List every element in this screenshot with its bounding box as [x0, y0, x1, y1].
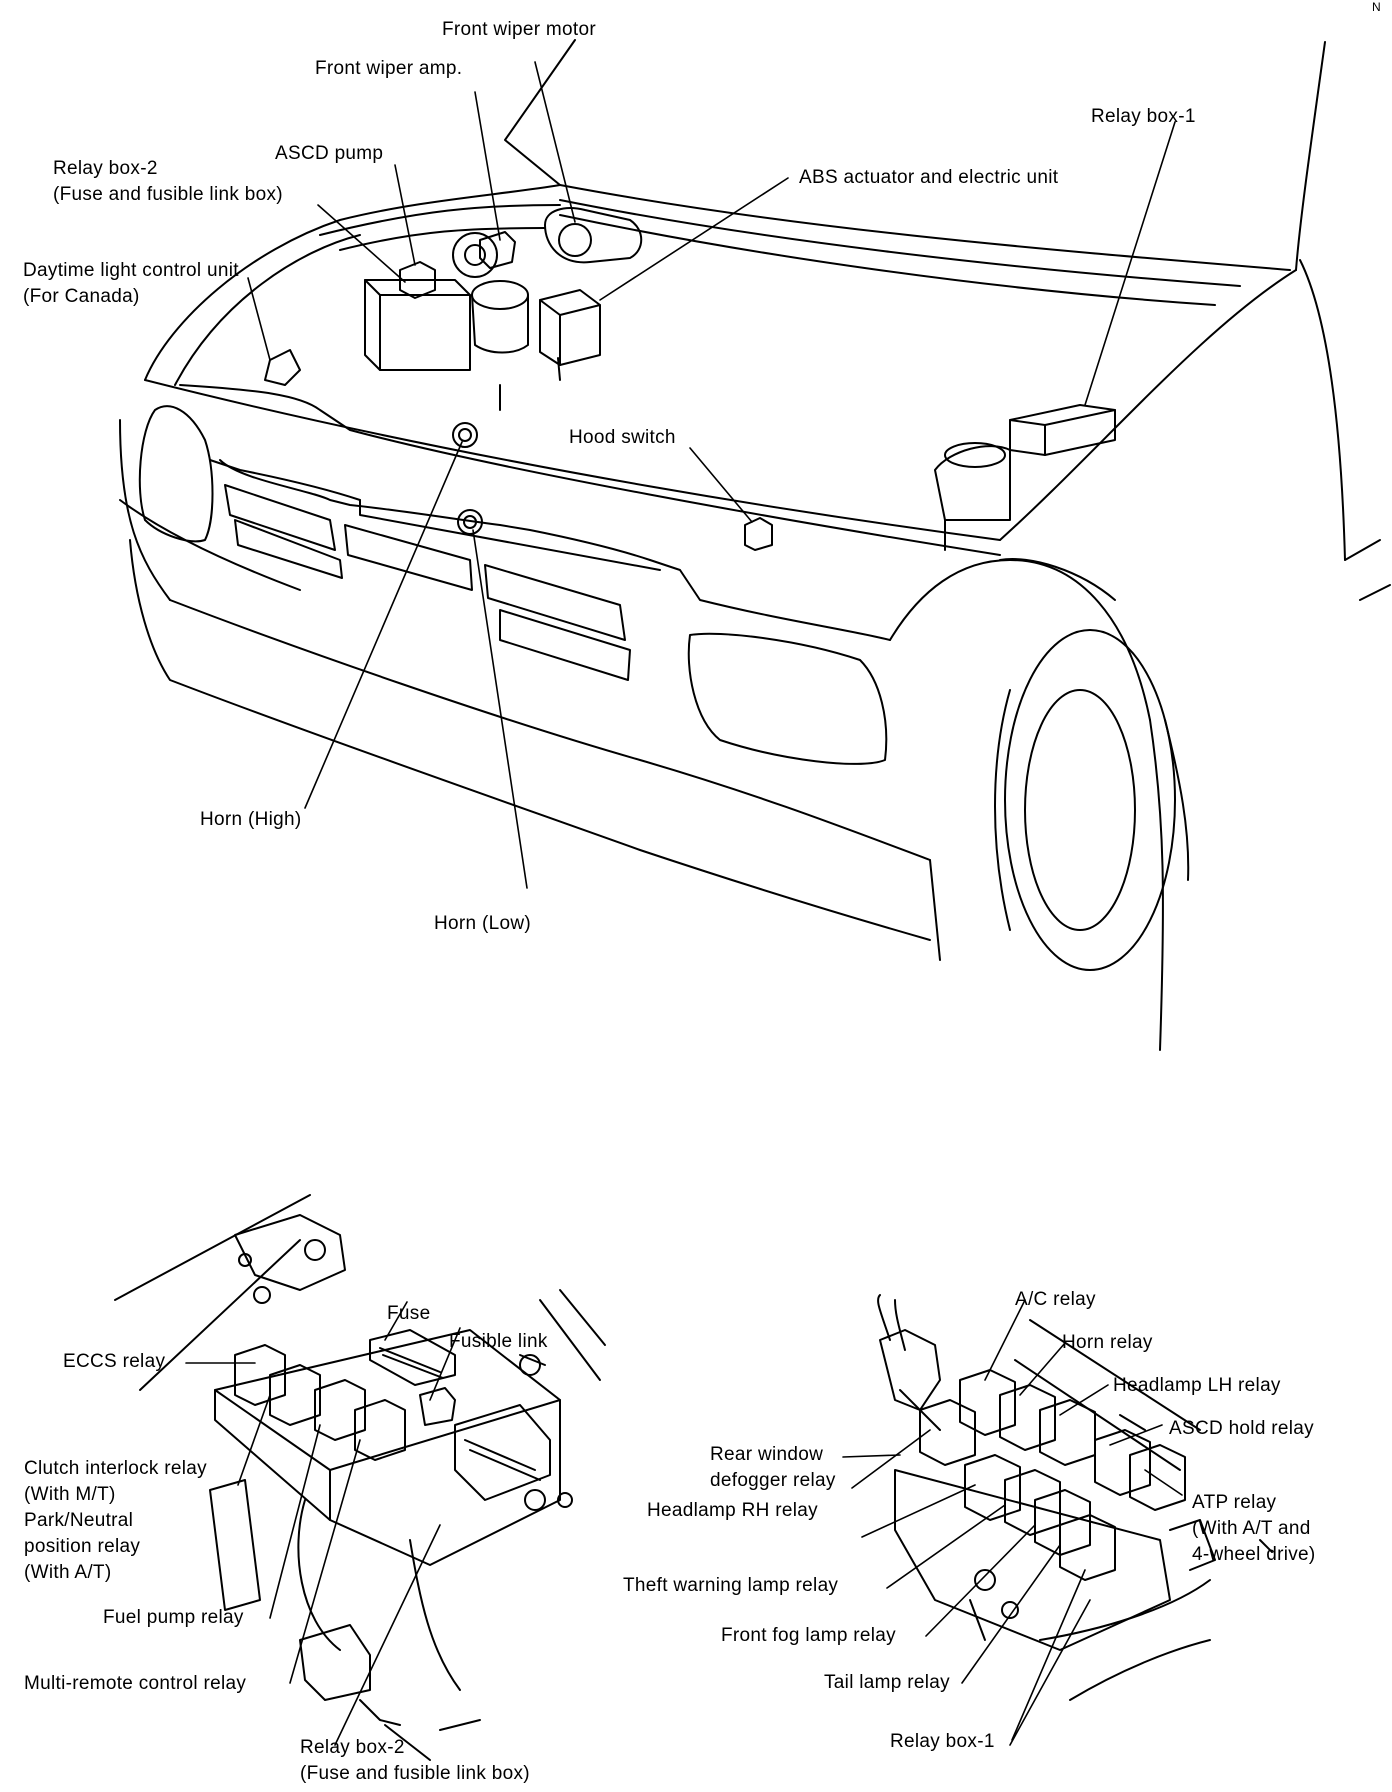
- label-headlamp-lh-relay: Headlamp LH relay: [1113, 1375, 1281, 1396]
- label-rear-window-line1: Rear window: [710, 1444, 824, 1465]
- label-relay-box-2-bottom-line1: Relay box-2: [300, 1737, 405, 1758]
- label-theft-warning-lamp-relay: Theft warning lamp relay: [623, 1575, 839, 1596]
- corner-mark: N: [1372, 0, 1381, 14]
- label-horn-relay: Horn relay: [1062, 1332, 1153, 1353]
- label-ascd-pump: ASCD pump: [275, 143, 384, 164]
- label-front-wiper-motor: Front wiper motor: [442, 19, 596, 40]
- label-rear-window-line2: defogger relay: [710, 1470, 836, 1491]
- label-daytime-light-line1: Daytime light control unit: [23, 260, 239, 281]
- label-daytime-light-line2: (For Canada): [23, 286, 140, 307]
- label-fuse: Fuse: [387, 1303, 431, 1324]
- label-eccs-relay: ECCS relay: [63, 1351, 166, 1372]
- label-relay-box-2-line1: Relay box-2: [53, 158, 158, 179]
- leader-lines-top: [247, 61, 1176, 889]
- label-headlamp-rh-relay: Headlamp RH relay: [647, 1500, 818, 1521]
- vehicle-body: [119, 39, 1391, 1051]
- leader-lines-box1: [842, 1299, 1183, 1746]
- label-horn-low: Horn (Low): [434, 913, 531, 934]
- label-relay-box-1-bottom: Relay box-1: [890, 1731, 995, 1752]
- label-horn-high: Horn (High): [200, 809, 302, 830]
- label-fusible-link: Fusible link: [449, 1331, 548, 1352]
- label-clutch-interlock-block: Clutch interlock relay (With M/T) Park/N…: [24, 1458, 207, 1583]
- label-relay-box-2-bottom-line2: (Fuse and fusible link box): [300, 1763, 530, 1784]
- label-relay-box-1-top: Relay box-1: [1091, 106, 1196, 127]
- label-front-wiper-amp: Front wiper amp.: [315, 58, 463, 79]
- leader-lines-box2: [185, 1301, 461, 1746]
- label-ac-relay: A/C relay: [1015, 1289, 1096, 1310]
- label-tail-lamp-relay: Tail lamp relay: [824, 1672, 950, 1693]
- label-multi-remote-control-relay: Multi-remote control relay: [24, 1673, 247, 1694]
- label-ascd-hold-relay: ASCD hold relay: [1169, 1418, 1314, 1439]
- relay-box-2-drawing: [114, 1194, 606, 1761]
- label-abs-actuator: ABS actuator and electric unit: [799, 167, 1059, 188]
- label-fuel-pump-relay: Fuel pump relay: [103, 1607, 244, 1628]
- label-hood-switch: Hood switch: [569, 427, 676, 448]
- label-atp-relay-block: ATP relay (With A/T and 4-wheel drive): [1192, 1492, 1316, 1565]
- engine-bay-components: [264, 204, 1116, 551]
- label-front-fog-lamp-relay: Front fog lamp relay: [721, 1625, 896, 1646]
- relay-box-1-drawing: [877, 1294, 1273, 1701]
- label-relay-box-2-line2: (Fuse and fusible link box): [53, 184, 283, 205]
